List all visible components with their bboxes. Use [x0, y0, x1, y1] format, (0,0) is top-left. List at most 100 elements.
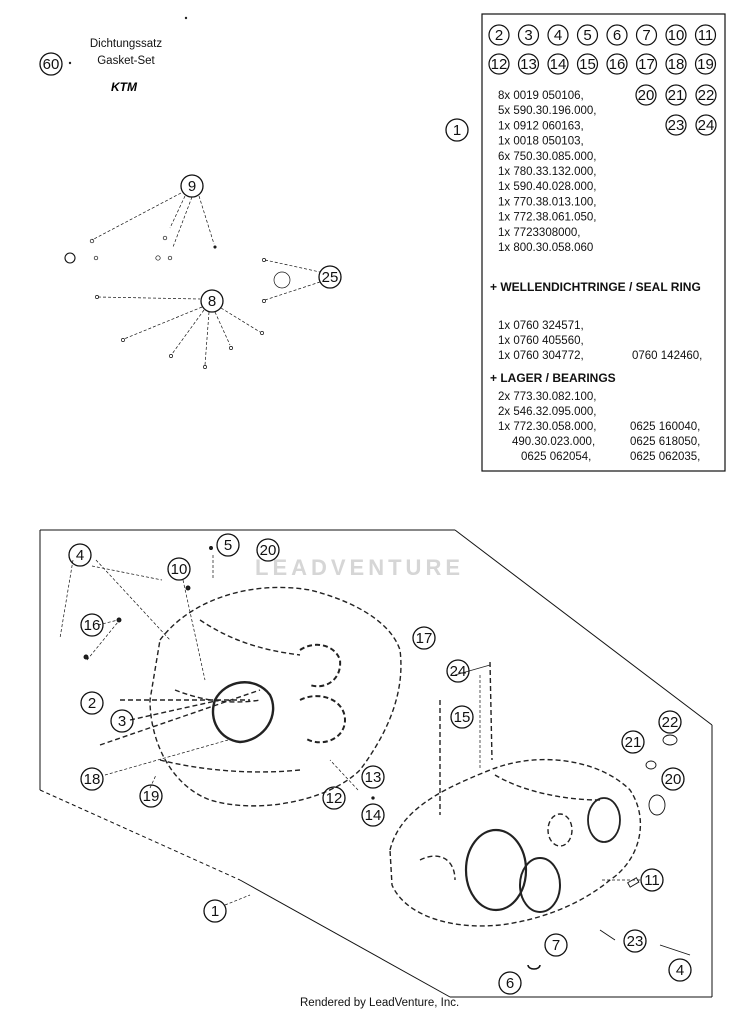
bearing-left-5: 0625 062054,: [521, 451, 591, 463]
svg-text:13: 13: [520, 56, 537, 73]
callout-24: 24: [450, 663, 467, 680]
kit-circle-side-21: 21: [665, 84, 687, 106]
footer-credit: Rendered by LeadVenture, Inc.: [300, 997, 460, 1009]
svg-text:20: 20: [638, 87, 655, 104]
bearing-header: + LAGER / BEARINGS: [490, 371, 616, 385]
callout-10: 10: [171, 561, 188, 578]
watermark: LEADVENTURE: [255, 555, 465, 580]
kit-circle-6: 6: [606, 24, 628, 46]
kit-parts-list: 8x 0019 050106, 5x 590.30.196.000, 1x 0912…: [498, 90, 596, 254]
svg-text:17: 17: [638, 56, 655, 73]
kit-part-3: 1x 0912 060163,: [498, 120, 584, 132]
left-crankcase-half: [99, 586, 402, 807]
svg-text:24: 24: [698, 117, 715, 134]
callout-4-left: 4: [76, 547, 84, 564]
svg-text:2: 2: [495, 27, 503, 44]
kit-circle-side-20: 20: [635, 84, 657, 106]
callout-11: 11: [644, 872, 660, 889]
bearing-right-1: 0625 160040,: [630, 421, 700, 433]
svg-text:4: 4: [554, 27, 562, 44]
gasket-set-number: 60: [43, 56, 60, 73]
callout-17: 17: [416, 630, 433, 647]
callout-6: 6: [506, 975, 514, 992]
kit-circle-15: 15: [576, 53, 599, 75]
callout-13: 13: [365, 769, 382, 786]
kit-circle-side-24: 24: [695, 114, 717, 136]
gasket-label-de: Dichtungssatz: [90, 38, 162, 50]
svg-text:10: 10: [668, 27, 685, 44]
ktm-logo: KTM: [111, 80, 138, 94]
kit-part-1: 8x 0019 050106,: [498, 90, 584, 102]
gasket-set-callout[interactable]: 60 Dichtungssatz Gasket-Set KTM: [39, 38, 162, 94]
svg-text:5: 5: [583, 27, 591, 44]
seal-1: 1x 0760 324571,: [498, 320, 584, 332]
kit-circle-19: 19: [694, 53, 717, 75]
gasket-label-en: Gasket-Set: [97, 55, 155, 67]
seal-2: 1x 0760 405560,: [498, 335, 584, 347]
callout-20-top: 20: [260, 542, 277, 559]
svg-text:16: 16: [609, 56, 626, 73]
callout-14: 14: [365, 807, 382, 824]
svg-text:11: 11: [698, 27, 714, 44]
kit-circle-12: 12: [488, 53, 510, 75]
kit-part-8: 1x 770.38.013.100,: [498, 196, 596, 208]
callout-18: 18: [84, 771, 101, 788]
bearing-right-2: 0625 618050,: [630, 436, 700, 448]
small-parts: [83, 546, 691, 970]
seal-3: 1x 0760 304772,: [498, 350, 584, 362]
kit-circle-18: 18: [665, 53, 687, 75]
seal-ring-header: + WELLENDICHTRINGE / SEAL RING: [490, 280, 701, 294]
callout-23: 23: [627, 933, 644, 950]
callout-20-right: 20: [665, 771, 682, 788]
callout-markers: [68, 533, 692, 995]
svg-text:14: 14: [550, 56, 567, 73]
small-gaskets-group: [64, 174, 342, 369]
callout-4-right: 4: [676, 962, 684, 979]
callout-19: 19: [143, 788, 160, 805]
kit-circle-7: 7: [635, 24, 658, 46]
bearing-list: 2x 773.30.082.100,2x 546.32.095.000,1x 7…: [498, 391, 700, 463]
svg-text:6: 6: [613, 27, 621, 44]
kit-part-9: 1x 772.38.061.050,: [498, 212, 596, 224]
seal-list: 1x 0760 324571, 1x 0760 405560, 1x 0760 30…: [498, 320, 584, 362]
callout-8: 8: [208, 293, 216, 310]
kit-box: [481, 13, 726, 472]
bearing-left-4: 490.30.023.000,: [512, 436, 595, 448]
svg-text:21: 21: [668, 87, 685, 104]
kit-part-2: 5x 590.30.196.000,: [498, 105, 596, 117]
svg-text:12: 12: [491, 56, 508, 73]
callout-9: 9: [188, 178, 196, 195]
svg-text:3: 3: [524, 27, 532, 44]
crankcase-frame: [39, 529, 713, 998]
kit-circle-5: 5: [576, 24, 599, 46]
right-crankcase-half: [389, 661, 642, 927]
kit-part-7: 1x 590.40.028.000,: [498, 181, 596, 193]
kit-part-11: 1x 800.30.058.060: [498, 242, 593, 254]
bearing-left-3: 1x 772.30.058.000,: [498, 421, 596, 433]
svg-text:19: 19: [697, 56, 714, 73]
callout-5: 5: [224, 537, 232, 554]
callout-16: 16: [84, 617, 101, 634]
callout-25: 25: [322, 269, 339, 286]
bearing-right-3: 0625 062035,: [630, 451, 700, 463]
kit-item-number: 1: [453, 122, 461, 139]
kit-circle-14: 14: [547, 53, 569, 75]
kit-circle-4: 4: [547, 24, 569, 46]
kit-item-1[interactable]: 1: [445, 118, 469, 142]
callout-2: 2: [88, 695, 96, 712]
callout-22: 22: [662, 714, 679, 731]
svg-text:7: 7: [642, 27, 650, 44]
kit-circle-side-23: 23: [665, 114, 687, 136]
kit-circle-16: 16: [606, 53, 628, 75]
kit-circle-11: 11: [694, 24, 717, 46]
seal-extra: 0760 142460,: [632, 350, 702, 362]
leader-lines: [59, 555, 640, 906]
kit-part-4: 1x 0018 050103,: [498, 136, 584, 148]
kit-circle-10: 10: [665, 24, 687, 46]
callout-1-main: 1: [211, 903, 219, 920]
callout-15: 15: [454, 709, 471, 726]
svg-text:15: 15: [579, 56, 596, 73]
callout-21: 21: [625, 734, 642, 751]
